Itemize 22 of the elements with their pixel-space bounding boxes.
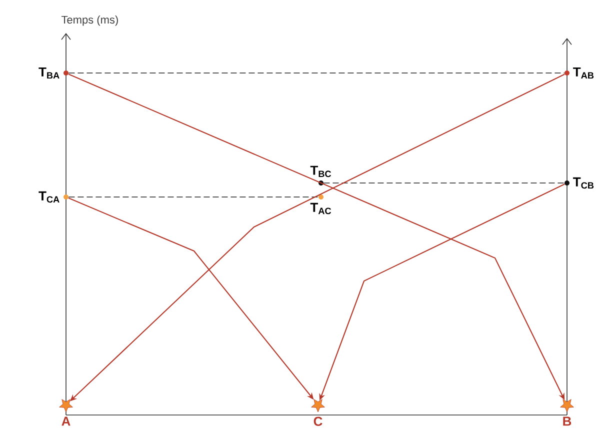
time-point: T$_{CA}$	[38, 191, 68, 203]
node-label: T$_{CB}$	[573, 177, 594, 189]
axis-label: Temps (ms)	[61, 16, 118, 26]
node-label: T$_{BC}$	[310, 166, 332, 178]
time-point: T$_{AC}$	[310, 194, 332, 214]
station-burst: C	[311, 399, 325, 426]
node-label: C	[314, 416, 322, 426]
dashed-line	[323, 182, 565, 184]
station-burst: A	[59, 399, 73, 426]
node-label: T$_{AC}$	[310, 202, 332, 214]
time-point: T$_{BA}$	[38, 67, 68, 79]
time-point: T$_{CB}$	[564, 177, 594, 189]
time-point: T$_{AB}$	[564, 67, 594, 79]
station-burst: B	[560, 399, 574, 426]
dashed-line	[68, 196, 319, 198]
dashed-line	[68, 72, 565, 74]
node-label: A	[62, 416, 70, 426]
node-label: T$_{CA}$	[38, 191, 60, 203]
node-label: T$_{AB}$	[573, 67, 594, 79]
node-label: T$_{BA}$	[38, 67, 60, 79]
node-label: B	[563, 416, 572, 426]
time-point: T$_{BC}$	[310, 166, 332, 186]
